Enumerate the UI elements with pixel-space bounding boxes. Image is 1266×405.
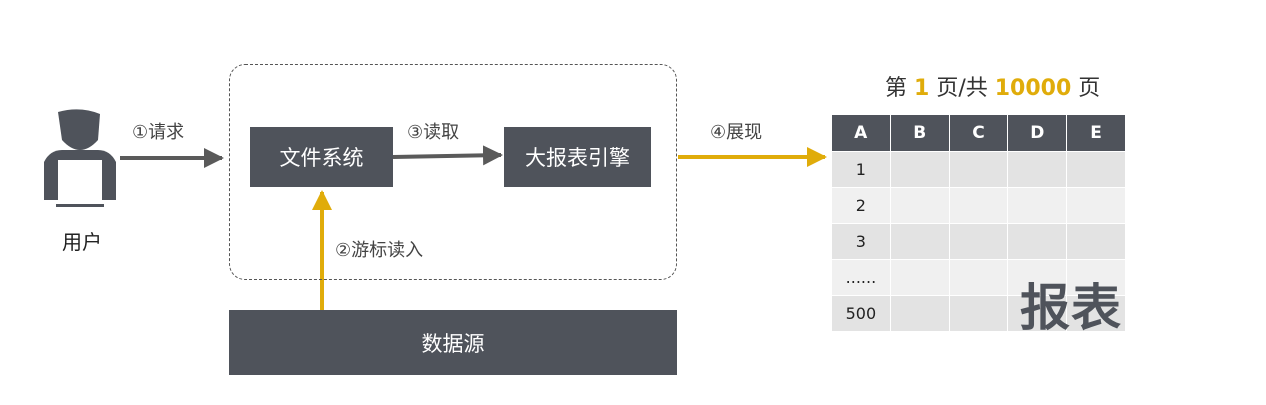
pager-suffix: 页 <box>1078 76 1101 101</box>
grid-cell <box>1066 223 1126 260</box>
grid-cell <box>948 187 1009 224</box>
engine-node: 大报表引擎 <box>504 127 651 187</box>
grid-cell <box>1007 223 1068 260</box>
grid-cell <box>1007 259 1068 296</box>
row-label: ...... <box>831 259 891 296</box>
grid-cell <box>1066 295 1126 332</box>
grid-cell <box>1007 295 1068 332</box>
row-label: 500 <box>831 295 891 332</box>
pager-prefix: 第 <box>885 76 908 101</box>
column-header: C <box>949 115 1009 152</box>
read-arrow <box>392 145 503 166</box>
grid-cell <box>889 223 950 260</box>
page-indicator: 第 1 页/共 10000 页 <box>885 70 1100 102</box>
row-label: 1 <box>831 151 891 188</box>
grid-cell <box>948 223 1009 260</box>
grid-cell <box>889 295 950 332</box>
column-header: E <box>1066 115 1126 152</box>
grid-header-row: A B C D E <box>831 115 1126 152</box>
pager-middle: 页/共 <box>936 76 988 101</box>
processing-group <box>229 64 677 280</box>
table-row: 2 <box>831 187 1126 224</box>
row-label: 3 <box>831 223 891 260</box>
table-row: 3 <box>831 223 1126 260</box>
cursor-read-label: ②游标读入 <box>335 240 424 261</box>
grid-cell <box>1066 151 1126 188</box>
column-header: D <box>1007 115 1068 152</box>
pager-current: 1 <box>914 76 930 101</box>
report-watermark: 报表 <box>1020 279 1122 337</box>
table-row: 500 <box>831 295 1126 332</box>
grid-cell <box>948 151 1009 188</box>
grid-cell <box>1066 187 1126 224</box>
grid-cell <box>1007 151 1068 188</box>
column-header: B <box>890 115 950 152</box>
filesystem-node: 文件系统 <box>250 127 393 187</box>
column-header: A <box>831 115 891 152</box>
grid-cell <box>948 259 1009 296</box>
user-icon <box>44 109 116 207</box>
row-label: 2 <box>831 187 891 224</box>
user-label: 用户 <box>62 230 102 254</box>
grid-cell <box>889 187 950 224</box>
report-grid: A B C D E 1 2 3 ...... <box>831 115 1126 332</box>
table-row: 1 <box>831 151 1126 188</box>
display-label: ④展现 <box>710 122 763 143</box>
request-label: ①请求 <box>132 122 185 143</box>
table-row: ...... <box>831 259 1126 296</box>
grid-cell <box>1007 187 1068 224</box>
grid-cell <box>889 259 950 296</box>
grid-cell <box>889 151 950 188</box>
datasource-node: 数据源 <box>229 310 677 375</box>
grid-cell <box>1066 259 1126 296</box>
pager-total: 10000 <box>994 76 1072 101</box>
grid-cell <box>948 295 1009 332</box>
read-label: ③读取 <box>407 122 460 143</box>
